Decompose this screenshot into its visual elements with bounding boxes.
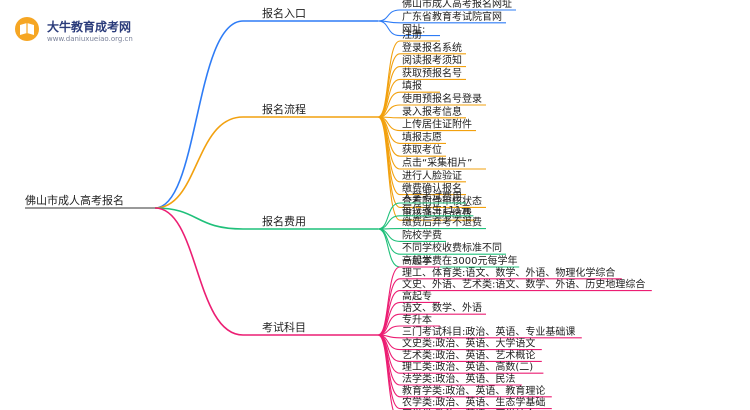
trunk-link — [154, 116, 244, 209]
leaf-label: 网址: — [402, 23, 425, 36]
trunk-link — [154, 207, 244, 230]
leaf-label: 注册 — [402, 28, 422, 41]
leaf-label: 点击“采集相片” — [402, 156, 472, 169]
leaf-label: 佛山市成人高考报名网址 — [402, 0, 512, 10]
leaf-label: 高起专 — [402, 289, 432, 302]
book-logo-icon — [15, 17, 39, 41]
leaf-link — [377, 9, 401, 22]
leaf-label: 一般学费在3000元每学年 — [402, 254, 517, 267]
section-title: 报名入口 — [262, 6, 306, 20]
leaf-label: 每位考生111元 — [402, 203, 471, 216]
leaf-label: 获取预报名号 — [402, 66, 462, 79]
leaf-label: 理工类:政治、英语、高数(二) — [402, 360, 533, 373]
leaf-label: 三门考试科目:政治、英语、专业基础课 — [402, 325, 575, 338]
leaf-label: 语文、数学、外语 — [402, 301, 482, 314]
branch-2: 报名流程 注册登录报名系统阅读报考须知获取预报名号填报使用预报名号登录录入报考信息… — [154, 28, 486, 221]
leaf-label: 缴费确认报名 — [402, 182, 462, 195]
section-title: 考试科目 — [262, 320, 306, 334]
leaf-label: 填报志愿 — [402, 130, 442, 143]
leaf-label: 审核通过后缴费 — [402, 207, 472, 220]
leaf-label: 艺术类:政治、英语、艺术概论 — [402, 348, 535, 361]
root-node-label: 佛山市成人高考报名 — [25, 193, 124, 207]
leaf-label: 入学考试费用 — [402, 190, 462, 203]
leaf-label: 文史类:政治、英语、大学语文 — [402, 337, 535, 350]
leaf-label: 文史、外语、艺术类:语文、数学、外语、历史地理综合 — [402, 278, 645, 291]
leaf-label: 缴费后弃考不退费 — [402, 216, 482, 229]
leaf-label: 进行人脸验证 — [402, 169, 462, 182]
leaf-label: 获取考位 — [402, 143, 442, 156]
logo-title: 大牛教育成考网 — [47, 20, 132, 34]
leaf-label: 不同学校收费标准不同 — [402, 241, 502, 254]
leaf-label: 法学类:政治、英语、民法 — [402, 372, 515, 385]
leaf-label: 使用预报名号登录 — [402, 92, 482, 105]
leaf-label: 教育学类:政治、英语、教育理论 — [402, 384, 545, 397]
leaf-link — [377, 78, 401, 118]
section-title: 报名费用 — [262, 214, 306, 228]
trunk-link — [154, 20, 244, 209]
leaf-link — [377, 334, 394, 410]
logo-url: www.daniuxueiao.org.cn — [47, 35, 133, 43]
leaf-label: 上传居住证附件 — [402, 118, 472, 131]
site-logo: 大牛教育成考网 www.daniuxueiao.org.cn — [14, 14, 134, 48]
leaf-link — [377, 20, 401, 37]
leaf-label: 录入报考信息 — [402, 105, 462, 118]
leaf-label: 院校学费 — [402, 228, 442, 241]
section-title: 报名流程 — [262, 102, 306, 116]
leaf-label: 广东省教育考试院官网 — [402, 10, 502, 23]
leaf-label: 专升本 — [402, 313, 432, 326]
leaf-label: 登录报名系统 — [402, 41, 462, 54]
branch-3: 报名费用 入学考试费用每位考生111元缴费后弃考不退费院校学费不同学校收费标准不同… — [154, 190, 520, 268]
trunk-link — [154, 207, 244, 336]
leaf-label: 农学类:政治、英语、生态学基础 — [402, 396, 545, 409]
leaf-label: 阅读报考须知 — [402, 54, 462, 67]
leaf-link — [377, 228, 401, 268]
leaf-link — [377, 116, 401, 157]
leaf-label: 高起本 — [402, 254, 432, 267]
leaf-label: 理工、体育类:语文、数学、外语、物理化学综合 — [402, 266, 615, 279]
leaf-label: 查看附件审核状态 — [402, 194, 482, 207]
leaf-label: 医学类:政治、英语、医学综合 — [402, 407, 535, 410]
branch-4: 考试科目 高起本理工、体育类:语文、数学、外语、物理化学综合文史、外语、艺术类:语… — [154, 207, 652, 410]
leaf-label: 填报 — [402, 79, 422, 92]
